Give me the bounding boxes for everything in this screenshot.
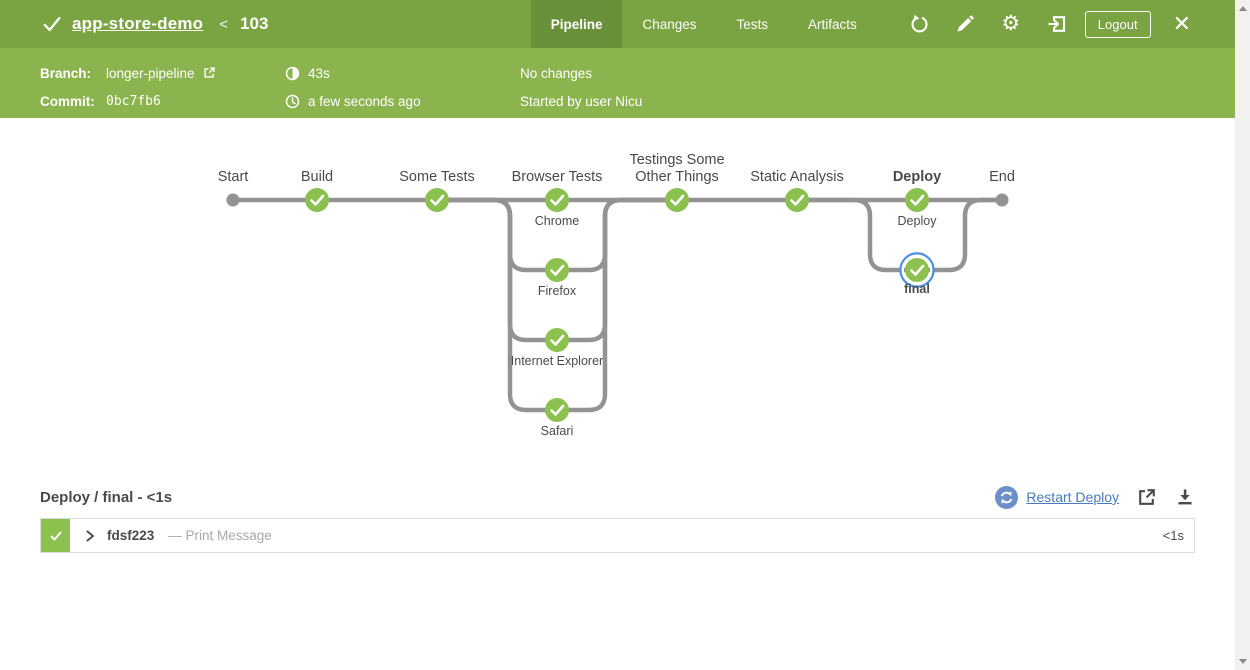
tab-pipeline[interactable]: Pipeline (530, 0, 623, 48)
run-number: 103 (240, 14, 269, 33)
log-step-row[interactable]: fdsf223 — Print Message <1s (40, 518, 1195, 553)
branch-label: Branch: (40, 65, 92, 81)
timing-column: 43s a few seconds ago (285, 59, 421, 115)
run-duration: 43s (308, 65, 330, 81)
stage-label-testings-line2: Other Things (635, 169, 719, 185)
run-header: app-store-demo < 103 (0, 0, 268, 48)
commit-label: Commit: (40, 93, 95, 109)
edit-pencil-icon[interactable] (955, 14, 975, 34)
stage-label-some-tests: Some Tests (399, 169, 475, 185)
step-description: — Print Message (168, 528, 272, 543)
started-by-text: Started by user Nicu (520, 93, 643, 109)
node-chrome[interactable] (545, 188, 569, 212)
graph-nodes (305, 188, 929, 422)
stage-label-testings-line1: Testings Some (629, 152, 724, 168)
scrollbar-down-arrow[interactable] (1238, 659, 1247, 664)
node-end[interactable] (995, 193, 1009, 207)
branch-commit-column: Branch: longer-pipeline Commit: 0bc7fb6 (40, 59, 218, 115)
go-to-classic-exit-icon[interactable] (1047, 14, 1067, 34)
selected-step-header: Deploy / final - <1s Restart Deploy (40, 484, 1195, 510)
branch-label-chrome: Chrome (535, 214, 580, 228)
changes-text: No changes (520, 65, 593, 81)
node-static-analysis[interactable] (785, 188, 809, 212)
step-success-badge (41, 519, 70, 552)
graph-edges (233, 197, 1002, 413)
stage-label-browser-tests: Browser Tests (512, 169, 603, 185)
tab-tests[interactable]: Tests (736, 16, 769, 32)
open-log-external-icon[interactable] (1137, 487, 1157, 507)
clock-icon (285, 94, 300, 109)
step-duration: <1s (1162, 528, 1184, 543)
status-check-icon (42, 14, 62, 34)
selected-node-gap-ring (900, 253, 934, 287)
restart-deploy-action[interactable]: Restart Deploy (995, 485, 1119, 509)
scrollbar-up-arrow[interactable] (1238, 6, 1247, 11)
branch-value-link[interactable]: longer-pipeline (106, 65, 195, 81)
close-icon[interactable]: ✕ (1172, 11, 1191, 36)
restart-deploy-link[interactable]: Restart Deploy (1026, 489, 1119, 505)
header-action-icons: ⚙ (909, 0, 1067, 48)
run-separator: < (219, 15, 229, 33)
branch-label-final: final (904, 282, 930, 296)
stage-label-deploy: Deploy (893, 169, 941, 185)
top-header-bar: app-store-demo < 103 Pipeline Changes Te… (0, 0, 1235, 48)
branch-external-link-icon[interactable] (203, 66, 218, 81)
branch-label-deploy: Deploy (898, 214, 938, 228)
stage-label-static-analysis: Static Analysis (750, 169, 844, 185)
rerun-icon[interactable] (909, 14, 929, 34)
download-log-icon[interactable] (1175, 487, 1195, 507)
tab-changes[interactable]: Changes (642, 16, 697, 32)
selected-node-ring (899, 252, 935, 288)
commit-hash: 0bc7fb6 (106, 93, 161, 109)
expand-chevron-icon[interactable] (86, 530, 95, 542)
branch-label-safari: Safari (541, 424, 574, 438)
restart-icon (995, 485, 1019, 509)
pipeline-name-link[interactable]: app-store-demo (72, 14, 204, 33)
result-actions: Restart Deploy (995, 485, 1195, 509)
node-internet-explorer[interactable] (545, 328, 569, 352)
changes-column: No changes Started by user Nicu (520, 59, 642, 115)
node-some-tests[interactable] (425, 188, 449, 212)
settings-gear-icon[interactable]: ⚙ (1001, 12, 1021, 35)
run-info-bar: Branch: longer-pipeline Commit: 0bc7fb6 (0, 48, 1235, 118)
vertical-scrollbar[interactable] (1235, 0, 1250, 670)
node-deploy[interactable] (905, 188, 929, 212)
node-build[interactable] (305, 188, 329, 212)
pipeline-graph: Start Build Some Tests Browser Tests Tes… (0, 118, 1235, 468)
node-testings-some-other-things[interactable] (665, 188, 689, 212)
node-start[interactable] (226, 193, 240, 207)
branch-label-internet-explorer: Internet Explorer (511, 354, 603, 368)
step-id: fdsf223 (107, 528, 155, 543)
selected-step-title: Deploy / final - <1s (40, 488, 173, 506)
branch-label-firefox: Firefox (538, 284, 577, 298)
node-firefox[interactable] (545, 258, 569, 282)
node-final-selected[interactable] (905, 258, 929, 282)
logout-button[interactable]: Logout (1084, 10, 1151, 38)
step-check-icon (50, 531, 61, 540)
node-safari[interactable] (545, 398, 569, 422)
run-time-ago: a few seconds ago (308, 93, 421, 109)
stage-label-end: End (989, 169, 1015, 185)
stage-label-start: Start (218, 169, 249, 185)
duration-icon (285, 66, 300, 81)
stage-label-build: Build (301, 169, 333, 185)
tab-artifacts[interactable]: Artifacts (808, 16, 857, 32)
run-tabs: Pipeline Changes Tests Artifacts (530, 0, 877, 48)
